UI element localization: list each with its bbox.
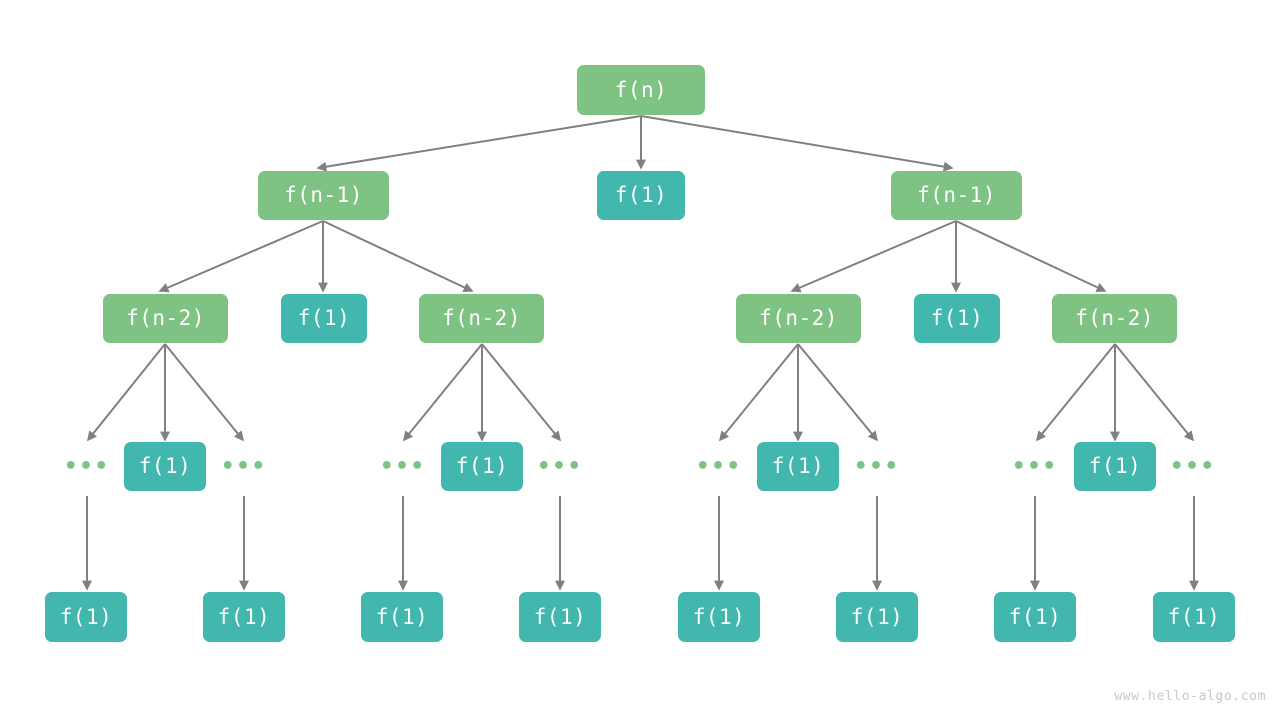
tree-node-n5: f(1) <box>281 294 367 343</box>
edge-n6-to-e3 <box>481 343 562 442</box>
tree-node-n4: f(n-2) <box>103 294 228 343</box>
tree-node-n0: f(n) <box>577 65 705 115</box>
tree-node-n21: f(1) <box>1153 592 1235 642</box>
tree-node-n8: f(1) <box>914 294 1000 343</box>
edge-n0-to-n1 <box>316 115 642 172</box>
edge-n1-to-n6 <box>322 220 474 292</box>
tree-node-n19: f(1) <box>836 592 918 642</box>
edge-n6-to-e2 <box>402 343 483 442</box>
tree-node-n20: f(1) <box>994 592 1076 642</box>
tree-node-n9: f(n-2) <box>1052 294 1177 343</box>
edge-n7-to-e5 <box>797 343 879 442</box>
ellipsis-e2: ••• <box>380 454 426 479</box>
edge-n7-to-e4 <box>718 343 799 442</box>
ellipsis-e4: ••• <box>696 454 742 479</box>
edge-n9-to-e7 <box>1114 343 1195 442</box>
tree-node-n14: f(1) <box>45 592 127 642</box>
tree-node-n15: f(1) <box>203 592 285 642</box>
tree-node-n16: f(1) <box>361 592 443 642</box>
ellipsis-e6: ••• <box>1012 454 1058 479</box>
tree-node-n11: f(1) <box>441 442 523 491</box>
edge-n0-to-n3 <box>640 115 954 172</box>
tree-node-n10: f(1) <box>124 442 206 491</box>
tree-node-n6: f(n-2) <box>419 294 544 343</box>
edge-n1-to-n4 <box>158 220 324 293</box>
edge-n4-to-e0 <box>86 343 166 442</box>
tree-node-n2: f(1) <box>597 171 685 220</box>
tree-node-n18: f(1) <box>678 592 760 642</box>
edge-n3-to-n7 <box>790 220 957 293</box>
ellipsis-e5: ••• <box>854 454 900 479</box>
watermark: www.hello-algo.com <box>1114 689 1266 704</box>
ellipsis-e0: ••• <box>64 454 110 479</box>
tree-node-n3: f(n-1) <box>891 171 1022 220</box>
edge-n3-to-n9 <box>955 220 1107 292</box>
tree-node-n13: f(1) <box>1074 442 1156 491</box>
edge-n4-to-e1 <box>164 343 245 442</box>
tree-node-n12: f(1) <box>757 442 839 491</box>
tree-node-n1: f(n-1) <box>258 171 389 220</box>
ellipsis-e7: ••• <box>1170 454 1216 479</box>
tree-node-n7: f(n-2) <box>736 294 861 343</box>
ellipsis-e3: ••• <box>537 454 583 479</box>
tree-node-n17: f(1) <box>519 592 601 642</box>
edge-n9-to-e6 <box>1035 343 1116 442</box>
ellipsis-e1: ••• <box>221 454 267 479</box>
